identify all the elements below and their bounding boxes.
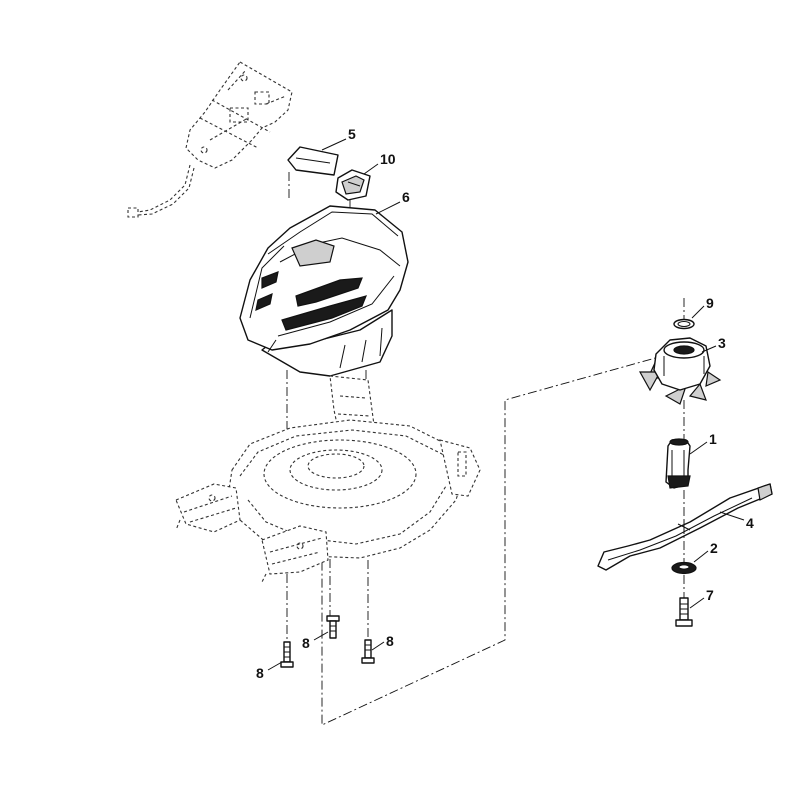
callout-8-a: 8 xyxy=(256,665,264,681)
part-8-screw-b xyxy=(326,615,340,639)
part-6-motor-hood xyxy=(239,205,409,377)
handle-assembly-ghost xyxy=(127,61,293,218)
callout-6: 6 xyxy=(402,189,410,205)
mower-deck-ghost xyxy=(175,375,481,583)
callout-10: 10 xyxy=(380,151,396,167)
part-4-cutting-blade xyxy=(597,483,773,571)
callout-8-c: 8 xyxy=(386,633,394,649)
part-9-retaining-ring xyxy=(673,318,695,330)
part-5-cover-panel xyxy=(287,146,339,176)
callout-7: 7 xyxy=(706,587,714,603)
callout-2: 2 xyxy=(710,540,718,556)
callout-3: 3 xyxy=(718,335,726,351)
callout-5: 5 xyxy=(348,126,356,142)
part-10-safety-key xyxy=(335,169,371,201)
part-3-fan-impeller xyxy=(638,337,722,405)
part-8-screw-a xyxy=(280,641,294,668)
callout-1: 1 xyxy=(709,431,717,447)
part-2-spring-washer xyxy=(671,561,697,575)
callout-labels: 5 10 6 9 3 1 4 2 7 8 8 8 xyxy=(256,126,754,681)
callout-4: 4 xyxy=(746,515,754,531)
callout-8-b: 8 xyxy=(302,635,310,651)
leader-lines xyxy=(267,138,745,671)
callout-9: 9 xyxy=(706,295,714,311)
part-8-screw-c xyxy=(361,639,375,664)
part-1-blade-adapter xyxy=(665,438,691,489)
part-7-blade-bolt xyxy=(675,597,693,627)
